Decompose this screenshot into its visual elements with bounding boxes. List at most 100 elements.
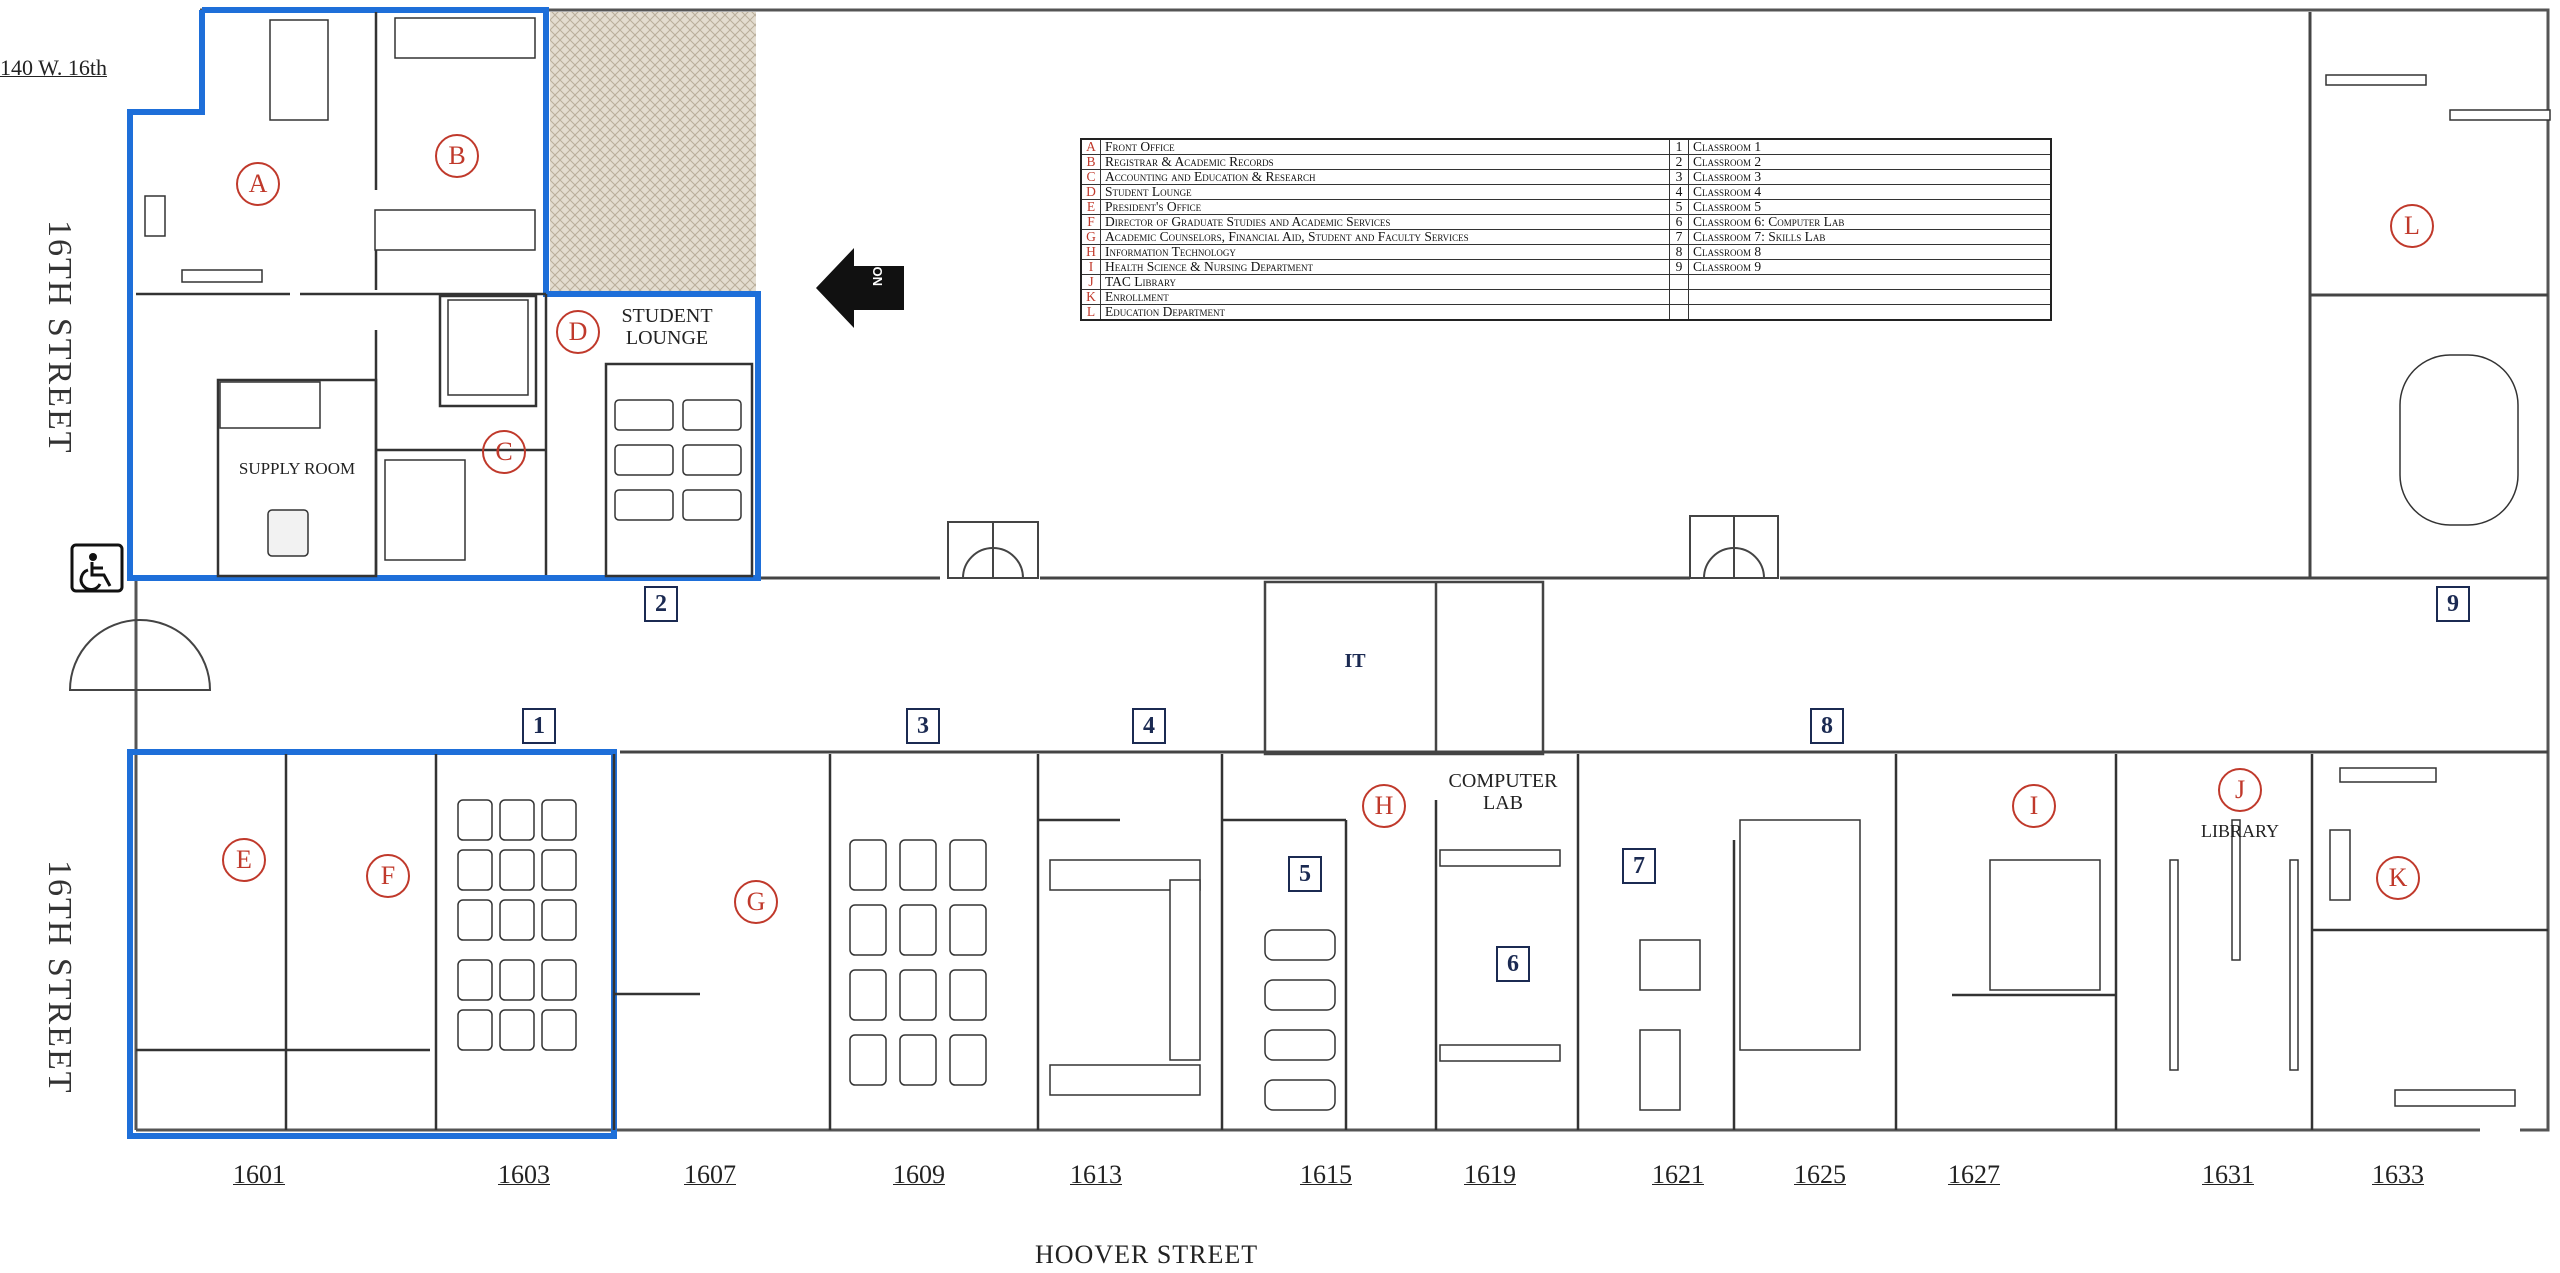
room-letter-l: L bbox=[2390, 204, 2434, 248]
suite-number-1615: 1615 bbox=[1300, 1160, 1352, 1189]
it-room-walls bbox=[1263, 580, 1545, 756]
suite-number-1625: 1625 bbox=[1794, 1160, 1846, 1189]
legend-number-key: 4 bbox=[1669, 184, 1689, 200]
suite-number-1633: 1633 bbox=[2372, 1160, 2424, 1189]
legend-letter-key: I bbox=[1080, 259, 1101, 275]
legend-letter-name: Education Department bbox=[1100, 304, 1670, 321]
legend-number-key: 8 bbox=[1669, 244, 1689, 260]
legend-letter-key: J bbox=[1080, 274, 1101, 290]
legend-number-name bbox=[1688, 274, 2052, 290]
legend-number-name: Classroom 9 bbox=[1688, 259, 2052, 275]
legend-number-key bbox=[1669, 289, 1689, 305]
room-letter-c: C bbox=[482, 430, 526, 474]
legend-letter-key: H bbox=[1080, 244, 1101, 260]
suite-number-1631: 1631 bbox=[2202, 1160, 2254, 1189]
north-suite-walls bbox=[136, 12, 754, 578]
courtyard-hatch bbox=[550, 12, 756, 294]
legend-letter-name: Information Technology bbox=[1100, 244, 1670, 260]
north-label: NORTH bbox=[870, 239, 885, 286]
room-number-7: 7 bbox=[1622, 848, 1656, 884]
suite-number-1607: 1607 bbox=[684, 1160, 736, 1189]
supply-room-label: SUPPLY ROOM bbox=[238, 459, 356, 478]
legend-number-name bbox=[1688, 304, 2052, 321]
legend-letter-key: F bbox=[1080, 214, 1101, 230]
legend-letter-key: D bbox=[1080, 184, 1101, 200]
room-number-8: 8 bbox=[1810, 708, 1844, 744]
legend-number-key bbox=[1669, 304, 1689, 321]
legend-letter-key: G bbox=[1080, 229, 1101, 245]
north-arrow-shape bbox=[816, 248, 904, 328]
legend-letter-name: Health Science & Nursing Department bbox=[1100, 259, 1670, 275]
room-letter-f: F bbox=[366, 854, 410, 898]
room-number-4: 4 bbox=[1132, 708, 1166, 744]
room-letter-h: H bbox=[1362, 784, 1406, 828]
room-letter-e: E bbox=[222, 838, 266, 882]
corridor-doors bbox=[68, 515, 1779, 691]
room-number-5: 5 bbox=[1288, 856, 1322, 892]
building-outline bbox=[134, 8, 2550, 1132]
suite-number-1619: 1619 bbox=[1464, 1160, 1516, 1189]
room-number-6: 6 bbox=[1496, 946, 1530, 982]
legend-number-name: Classroom 7: Skills Lab bbox=[1688, 229, 2052, 245]
suite-number-1621: 1621 bbox=[1652, 1160, 1704, 1189]
legend-letter-name: Academic Counselors, Financial Aid, Stud… bbox=[1100, 229, 1670, 245]
it-room-label: IT bbox=[1344, 650, 1366, 672]
room-letter-b: B bbox=[435, 134, 479, 178]
south-room-walls bbox=[136, 754, 2548, 1130]
legend-letter-name: Director of Graduate Studies and Academi… bbox=[1100, 214, 1670, 230]
room-letter-d: D bbox=[556, 310, 600, 354]
legend-number-name: Classroom 4 bbox=[1688, 184, 2052, 200]
legend-number-name: Classroom 2 bbox=[1688, 154, 2052, 170]
legend-number-key: 6 bbox=[1669, 214, 1689, 230]
legend-letter-name: Accounting and Education & Research bbox=[1100, 169, 1670, 185]
suite-number-1627: 1627 bbox=[1948, 1160, 2000, 1189]
legend-letter-key: A bbox=[1080, 138, 1101, 155]
legend-letter-name: Student Lounge bbox=[1100, 184, 1670, 200]
legend-number-name bbox=[1688, 289, 2052, 305]
legend-number-key: 5 bbox=[1669, 199, 1689, 215]
legend-number-key: 9 bbox=[1669, 259, 1689, 275]
suite-number-1603: 1603 bbox=[498, 1160, 550, 1189]
room-letter-j: J bbox=[2218, 768, 2262, 812]
street-label-hoover: HOOVER STREET bbox=[1035, 1240, 1259, 1269]
street-label-16th-top: 16TH STREET bbox=[41, 220, 78, 455]
room-letter-a: A bbox=[236, 162, 280, 206]
legend-number-key bbox=[1669, 274, 1689, 290]
student-lounge-label: STUDENT LOUNGE bbox=[621, 305, 713, 349]
legend-number-key: 7 bbox=[1669, 229, 1689, 245]
legend-letter-key: K bbox=[1080, 289, 1101, 305]
legend-number-name: Classroom 6: Computer Lab bbox=[1688, 214, 2052, 230]
room-number-1: 1 bbox=[522, 708, 556, 744]
legend-letter-name: President's Office bbox=[1100, 199, 1670, 215]
suite-number-1613: 1613 bbox=[1070, 1160, 1122, 1189]
legend-number-name: Classroom 1 bbox=[1688, 138, 2052, 155]
room-letter-i: I bbox=[2012, 784, 2056, 828]
legend-number-key: 2 bbox=[1669, 154, 1689, 170]
accessibility-icon-shape bbox=[70, 543, 124, 593]
room-number-2: 2 bbox=[644, 586, 678, 622]
room-letter-g: G bbox=[734, 880, 778, 924]
legend-letter-name: Enrollment bbox=[1100, 289, 1670, 305]
library-label: LIBRARY bbox=[2200, 821, 2279, 841]
room-number-9: 9 bbox=[2436, 586, 2470, 622]
computer-lab-label: COMPUTER LAB bbox=[1448, 770, 1558, 814]
suite-number-1601: 1601 bbox=[233, 1160, 285, 1189]
furniture bbox=[144, 17, 2551, 1111]
legend-number-key: 1 bbox=[1669, 138, 1689, 155]
room-number-3: 3 bbox=[906, 708, 940, 744]
legend-letter-name: Registrar & Academic Records bbox=[1100, 154, 1670, 170]
legend-letter-name: TAC Library bbox=[1100, 274, 1670, 290]
